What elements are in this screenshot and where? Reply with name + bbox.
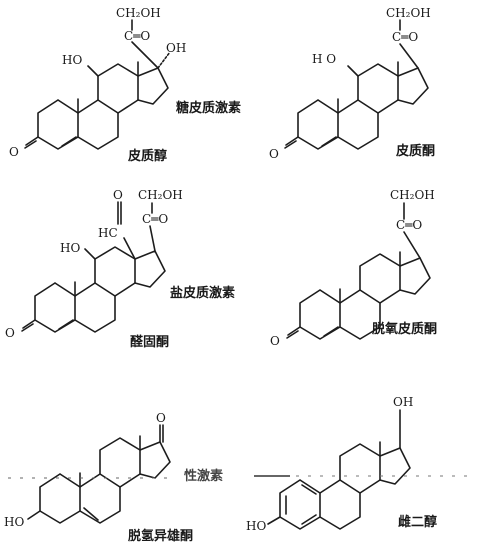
- aldosterone-oxo3: O: [5, 326, 15, 340]
- cortisol-oh11: HO: [62, 53, 82, 67]
- corticosterone-ketone: C═O: [392, 30, 418, 44]
- section-glucocorticoids: 糖皮质激素: [176, 100, 241, 116]
- deoxycorticosterone-structure: CH₂OH C═O O: [270, 188, 435, 348]
- cortisol-ketone: C═O: [124, 29, 150, 43]
- aldosterone-structure: O CH₂OH HC C═O HO O: [5, 188, 183, 340]
- dhea-oh3: HO: [4, 515, 24, 529]
- cortisol-oxo3: O: [9, 145, 19, 159]
- aldosterone-oh11: HO: [60, 241, 80, 255]
- aldosterone-ketone: C═O: [142, 212, 168, 226]
- section-mineralocorticoids: 盐皮质激素: [170, 285, 235, 301]
- deoxycorticosterone-name: 脱氧皮质酮: [372, 321, 437, 337]
- cortisol-oxo-bond: [25, 136, 39, 146]
- deoxycorticosterone-oxo3: O: [270, 334, 280, 348]
- cortisol-double-bond: [61, 136, 77, 147]
- cortisol-structure: CH₂OH C═O OH HO O: [9, 6, 186, 159]
- aldosterone-ald-o: O: [113, 188, 123, 202]
- aldosterone-name: 醛固酮: [130, 334, 169, 350]
- section-sex-hormones: 性激素: [184, 468, 223, 484]
- aldosterone-ch2oh: CH₂OH: [138, 188, 183, 202]
- aldosterone-hc: HC: [98, 226, 118, 240]
- cortisol-name: 皮质醇: [127, 148, 167, 164]
- estradiol-oh3: HO: [246, 519, 266, 533]
- dhea-structure: O HO: [4, 411, 171, 529]
- estradiol-name: 雌二醇: [398, 514, 437, 530]
- cortisol-ring-c: [97, 63, 139, 114]
- cortisol-ring-b: [77, 99, 119, 150]
- corticosterone-oxo3: O: [269, 147, 279, 161]
- cortisol-oh17: OH: [166, 41, 186, 55]
- deoxycorticosterone-ketone: C═O: [396, 218, 422, 232]
- corticosterone-oh11: H O: [312, 52, 336, 66]
- corticosterone-structure: CH₂OH C═O H O O: [269, 6, 431, 161]
- deoxycorticosterone-ch2oh: CH₂OH: [390, 188, 435, 202]
- cortisol-ring-a: [37, 99, 79, 150]
- corticosterone-ch2oh: CH₂OH: [386, 6, 431, 20]
- estradiol-oh17: OH: [393, 395, 413, 409]
- cortisol-ch2oh: CH₂OH: [116, 6, 161, 20]
- dhea-oxo17: O: [156, 411, 166, 425]
- cortisol-ring-d: [137, 67, 169, 105]
- dhea-name: 脱氢异雄酮: [128, 528, 193, 544]
- corticosterone-name: 皮质酮: [395, 143, 435, 159]
- estradiol-structure: OH HO: [246, 395, 413, 533]
